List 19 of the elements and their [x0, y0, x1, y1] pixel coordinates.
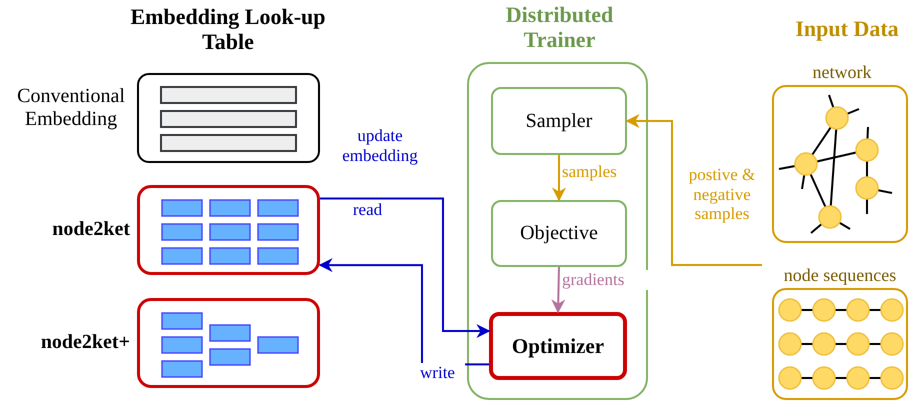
table-name: Conventional Embedding: [16, 85, 126, 131]
column-title: Embedding Look-up Table: [129, 4, 327, 55]
process-label: Sampler: [524, 110, 594, 133]
table-name: node2ket+: [40, 331, 130, 354]
process-box: [489, 312, 627, 380]
process-label: Objective: [519, 222, 599, 245]
process-box: [491, 87, 627, 155]
arrow: [320, 198, 490, 338]
arrow: [551, 266, 566, 314]
process-label: Optimizer: [510, 334, 606, 358]
arrow: [626, 114, 762, 266]
note-text: update embedding: [341, 126, 419, 166]
group-title: Distributed Trainer: [504, 2, 614, 53]
arrow: [552, 155, 566, 202]
box-caption: network: [812, 62, 872, 83]
process-box: [491, 200, 627, 267]
box-caption: node sequences: [782, 265, 898, 286]
column-title: Input Data: [794, 16, 900, 42]
table-name: node2ket: [51, 218, 130, 241]
